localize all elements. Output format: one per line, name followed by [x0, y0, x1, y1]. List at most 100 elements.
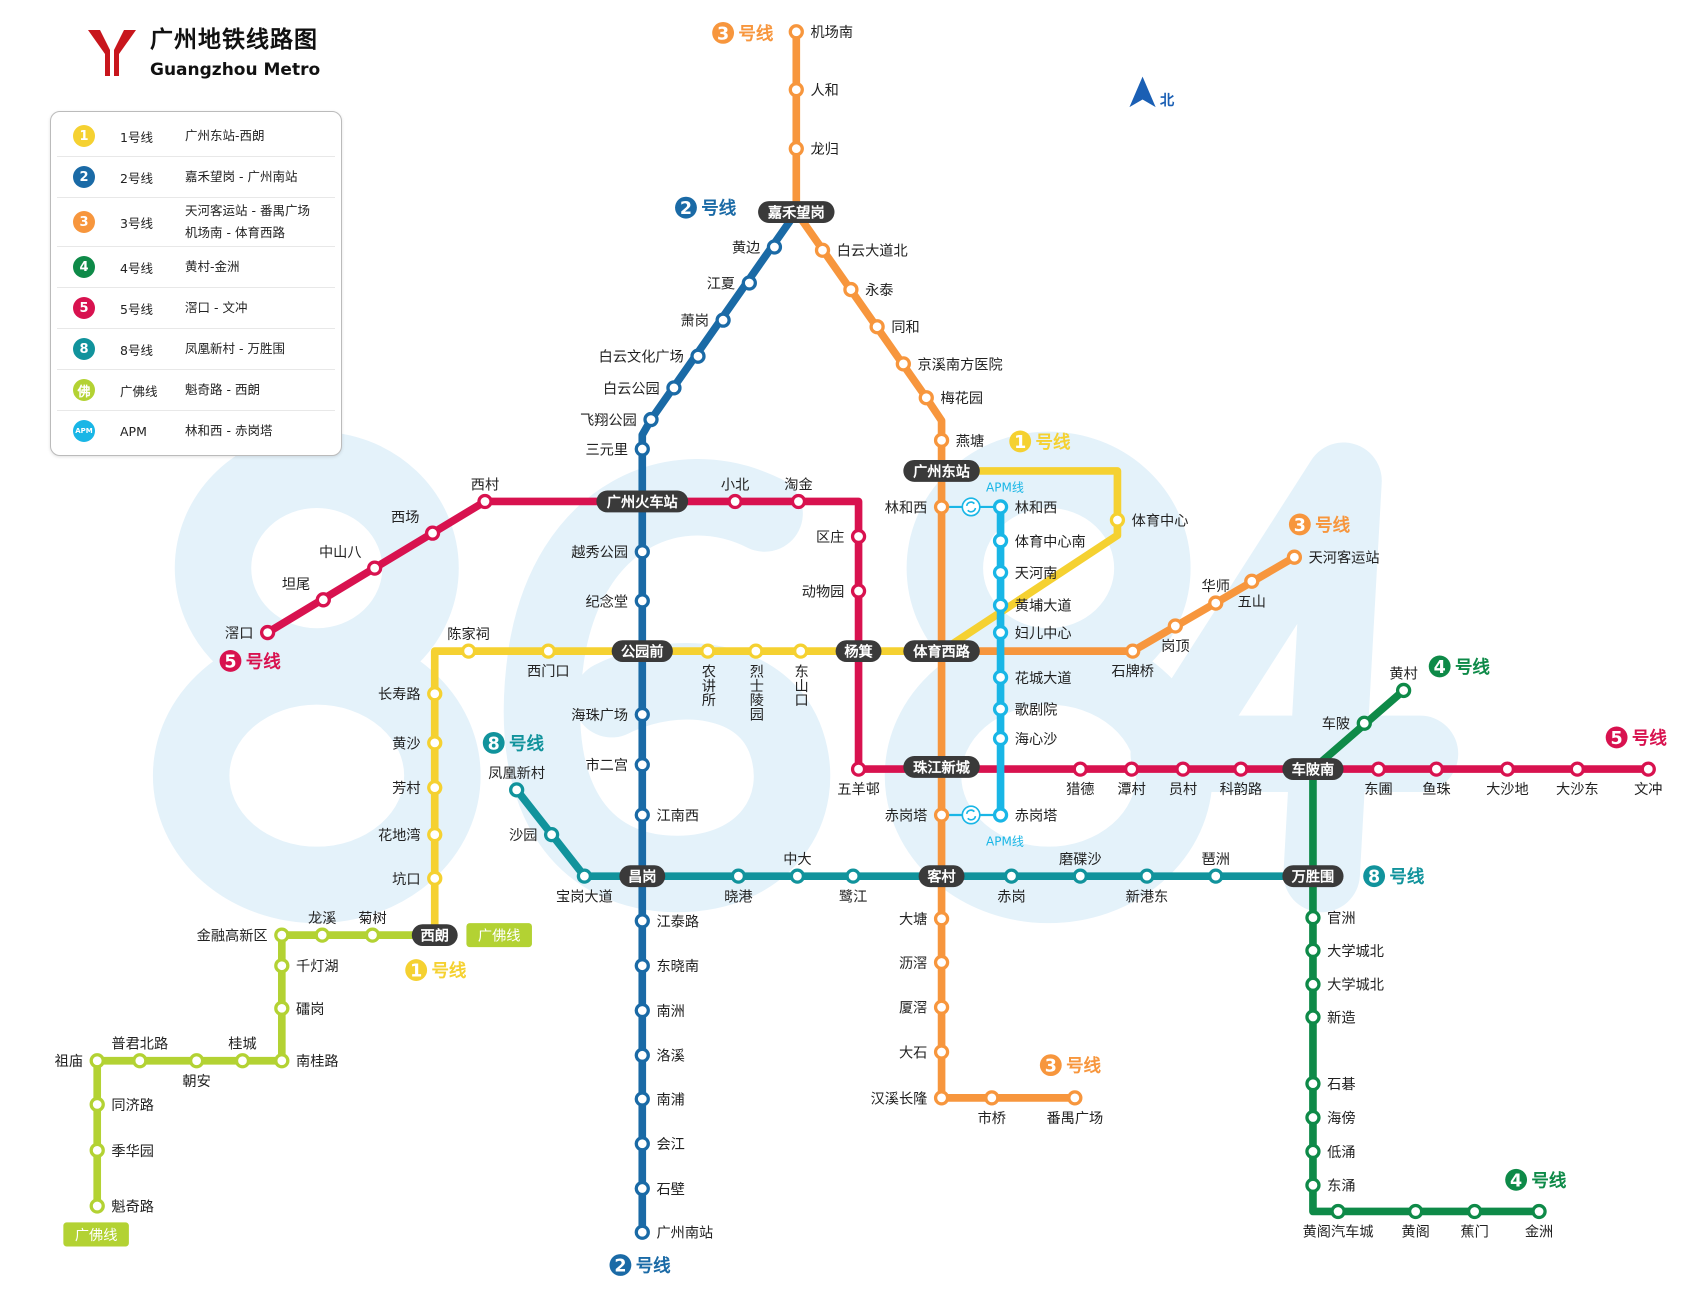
station-apm[interactable]: 黄埔大道	[992, 597, 1072, 615]
station-l3[interactable]: 番禺广场	[1046, 1090, 1103, 1127]
station-l4[interactable]: 低涌	[1305, 1143, 1356, 1161]
station-l1[interactable]: 坑口	[392, 870, 443, 888]
station-l1[interactable]: 农讲所	[700, 643, 716, 707]
station-l5[interactable]: 中山八	[319, 545, 383, 576]
station-marker-icon[interactable]	[850, 583, 867, 599]
station-l2[interactable]: 白云公园	[603, 380, 682, 397]
station-marker-icon[interactable]	[259, 624, 276, 641]
station-marker-icon[interactable]	[793, 643, 809, 659]
station-l5[interactable]: 淘金	[784, 477, 813, 510]
station-marker-icon[interactable]	[89, 1198, 105, 1214]
station-l5[interactable]: 动物园	[802, 583, 867, 601]
station-marker-icon[interactable]	[274, 927, 290, 943]
station-l1[interactable]: 西门口	[527, 643, 570, 680]
station-marker-icon[interactable]	[427, 780, 443, 796]
station-marker-icon[interactable]	[1208, 595, 1224, 611]
station-l5[interactable]: 坦尾	[282, 577, 331, 608]
station-marker-icon[interactable]	[634, 958, 650, 974]
station-marker-icon[interactable]	[850, 761, 867, 777]
station-l4[interactable]: 黄阁汽车城	[1303, 1203, 1374, 1241]
station-l8[interactable]: 中大	[783, 852, 812, 884]
station-marker-icon[interactable]	[1067, 1090, 1083, 1106]
station-l3[interactable]: 市桥	[978, 1090, 1006, 1127]
station-marker-icon[interactable]	[274, 1000, 290, 1016]
station-l4[interactable]: 海傍	[1305, 1109, 1356, 1127]
station-marker-icon[interactable]	[89, 1053, 105, 1069]
station-marker-icon[interactable]	[427, 826, 443, 843]
interchange-station[interactable]: 广州火车站	[596, 490, 689, 513]
station-l1[interactable]: 花地湾	[378, 826, 443, 844]
station-marker-icon[interactable]	[1305, 1009, 1321, 1025]
interchange-pill[interactable]	[611, 640, 673, 663]
interchange-pill[interactable]	[1282, 758, 1344, 781]
station-marker-icon[interactable]	[1244, 573, 1260, 589]
station-l1[interactable]: 芳村	[392, 780, 443, 797]
station-marker-icon[interactable]	[367, 560, 383, 576]
station-l4[interactable]: 官洲	[1305, 910, 1356, 927]
station-l3[interactable]: 白云大道北	[814, 242, 908, 260]
station-marker-icon[interactable]	[427, 735, 443, 751]
station-marker-icon[interactable]	[918, 390, 934, 406]
interchange-station[interactable]: 体育西路	[903, 640, 980, 663]
station-l3[interactable]: 汉溪长隆	[871, 1090, 950, 1107]
station-apm[interactable]: 林和西	[992, 499, 1058, 516]
interchange-pill[interactable]	[596, 490, 689, 513]
station-marker-icon[interactable]	[427, 686, 443, 702]
station-l3[interactable]: 厦滘	[899, 999, 950, 1017]
station-marker-icon[interactable]	[1286, 549, 1303, 565]
station-l1[interactable]: 长寿路	[378, 686, 443, 703]
station-marker-icon[interactable]	[1356, 715, 1372, 731]
station-gf[interactable]: 菊树	[358, 911, 387, 943]
station-l3[interactable]: 京溪南方医院	[895, 356, 1003, 373]
station-l8[interactable]: 新港东	[1126, 868, 1169, 905]
station-marker-icon[interactable]	[634, 706, 650, 723]
station-marker-icon[interactable]	[843, 281, 859, 298]
station-l5[interactable]: 大沙东	[1556, 761, 1599, 798]
station-marker-icon[interactable]	[1233, 761, 1249, 777]
station-gf[interactable]: 朝安	[182, 1053, 211, 1090]
station-l3[interactable]: 石牌桥	[1111, 643, 1154, 680]
station-l5[interactable]: 文冲	[1634, 761, 1662, 798]
station-marker-icon[interactable]	[984, 1090, 1000, 1106]
station-marker-icon[interactable]	[1305, 910, 1321, 926]
station-l2[interactable]: 白云文化广场	[599, 348, 706, 366]
station-l2[interactable]: 黄边	[732, 239, 783, 256]
interchange-pill[interactable]	[903, 755, 980, 778]
station-marker-icon[interactable]	[634, 1047, 650, 1063]
station-marker-icon[interactable]	[933, 499, 950, 515]
station-marker-icon[interactable]	[1330, 1203, 1346, 1220]
station-marker-icon[interactable]	[730, 868, 747, 884]
station-gf[interactable]: 普君北路	[111, 1037, 168, 1069]
interchange-station[interactable]: 车陂南	[1282, 758, 1344, 781]
station-marker-icon[interactable]	[89, 1096, 105, 1113]
station-marker-icon[interactable]	[1466, 1203, 1483, 1220]
station-marker-icon[interactable]	[788, 24, 804, 40]
station-apm[interactable]: 海心沙	[992, 730, 1058, 748]
station-apm[interactable]: 妇儿中心	[992, 624, 1072, 642]
station-l8[interactable]: 赤岗	[997, 868, 1026, 905]
station-gf[interactable]: 金融高新区	[197, 927, 290, 945]
station-l4[interactable]: 大学城北	[1305, 942, 1384, 960]
station-marker-icon[interactable]	[314, 927, 330, 943]
station-marker-icon[interactable]	[424, 525, 441, 541]
station-l2[interactable]: 江泰路	[634, 913, 699, 930]
station-marker-icon[interactable]	[634, 807, 650, 823]
interchange-pill[interactable]	[1282, 865, 1344, 888]
station-marker-icon[interactable]	[634, 441, 650, 457]
station-marker-icon[interactable]	[788, 141, 804, 157]
station-marker-icon[interactable]	[1305, 1177, 1321, 1193]
station-l3[interactable]: 华师	[1202, 579, 1230, 611]
station-gf[interactable]: 同济路	[89, 1096, 154, 1114]
interchange-station[interactable]: 公园前	[611, 640, 673, 663]
station-l2[interactable]: 洛溪	[634, 1047, 685, 1065]
station-l1[interactable]: 烈士陵园	[748, 643, 764, 721]
station-l2[interactable]: 萧岗	[681, 312, 731, 330]
station-marker-icon[interactable]	[1395, 682, 1412, 699]
station-marker-icon[interactable]	[727, 493, 743, 510]
station-l3[interactable]: 岗顶	[1161, 618, 1190, 655]
station-marker-icon[interactable]	[666, 380, 682, 396]
station-l8[interactable]: 琶洲	[1202, 852, 1230, 884]
interchange-pill[interactable]	[903, 459, 980, 482]
station-l8[interactable]: 晓港	[724, 868, 753, 905]
station-marker-icon[interactable]	[766, 239, 783, 255]
